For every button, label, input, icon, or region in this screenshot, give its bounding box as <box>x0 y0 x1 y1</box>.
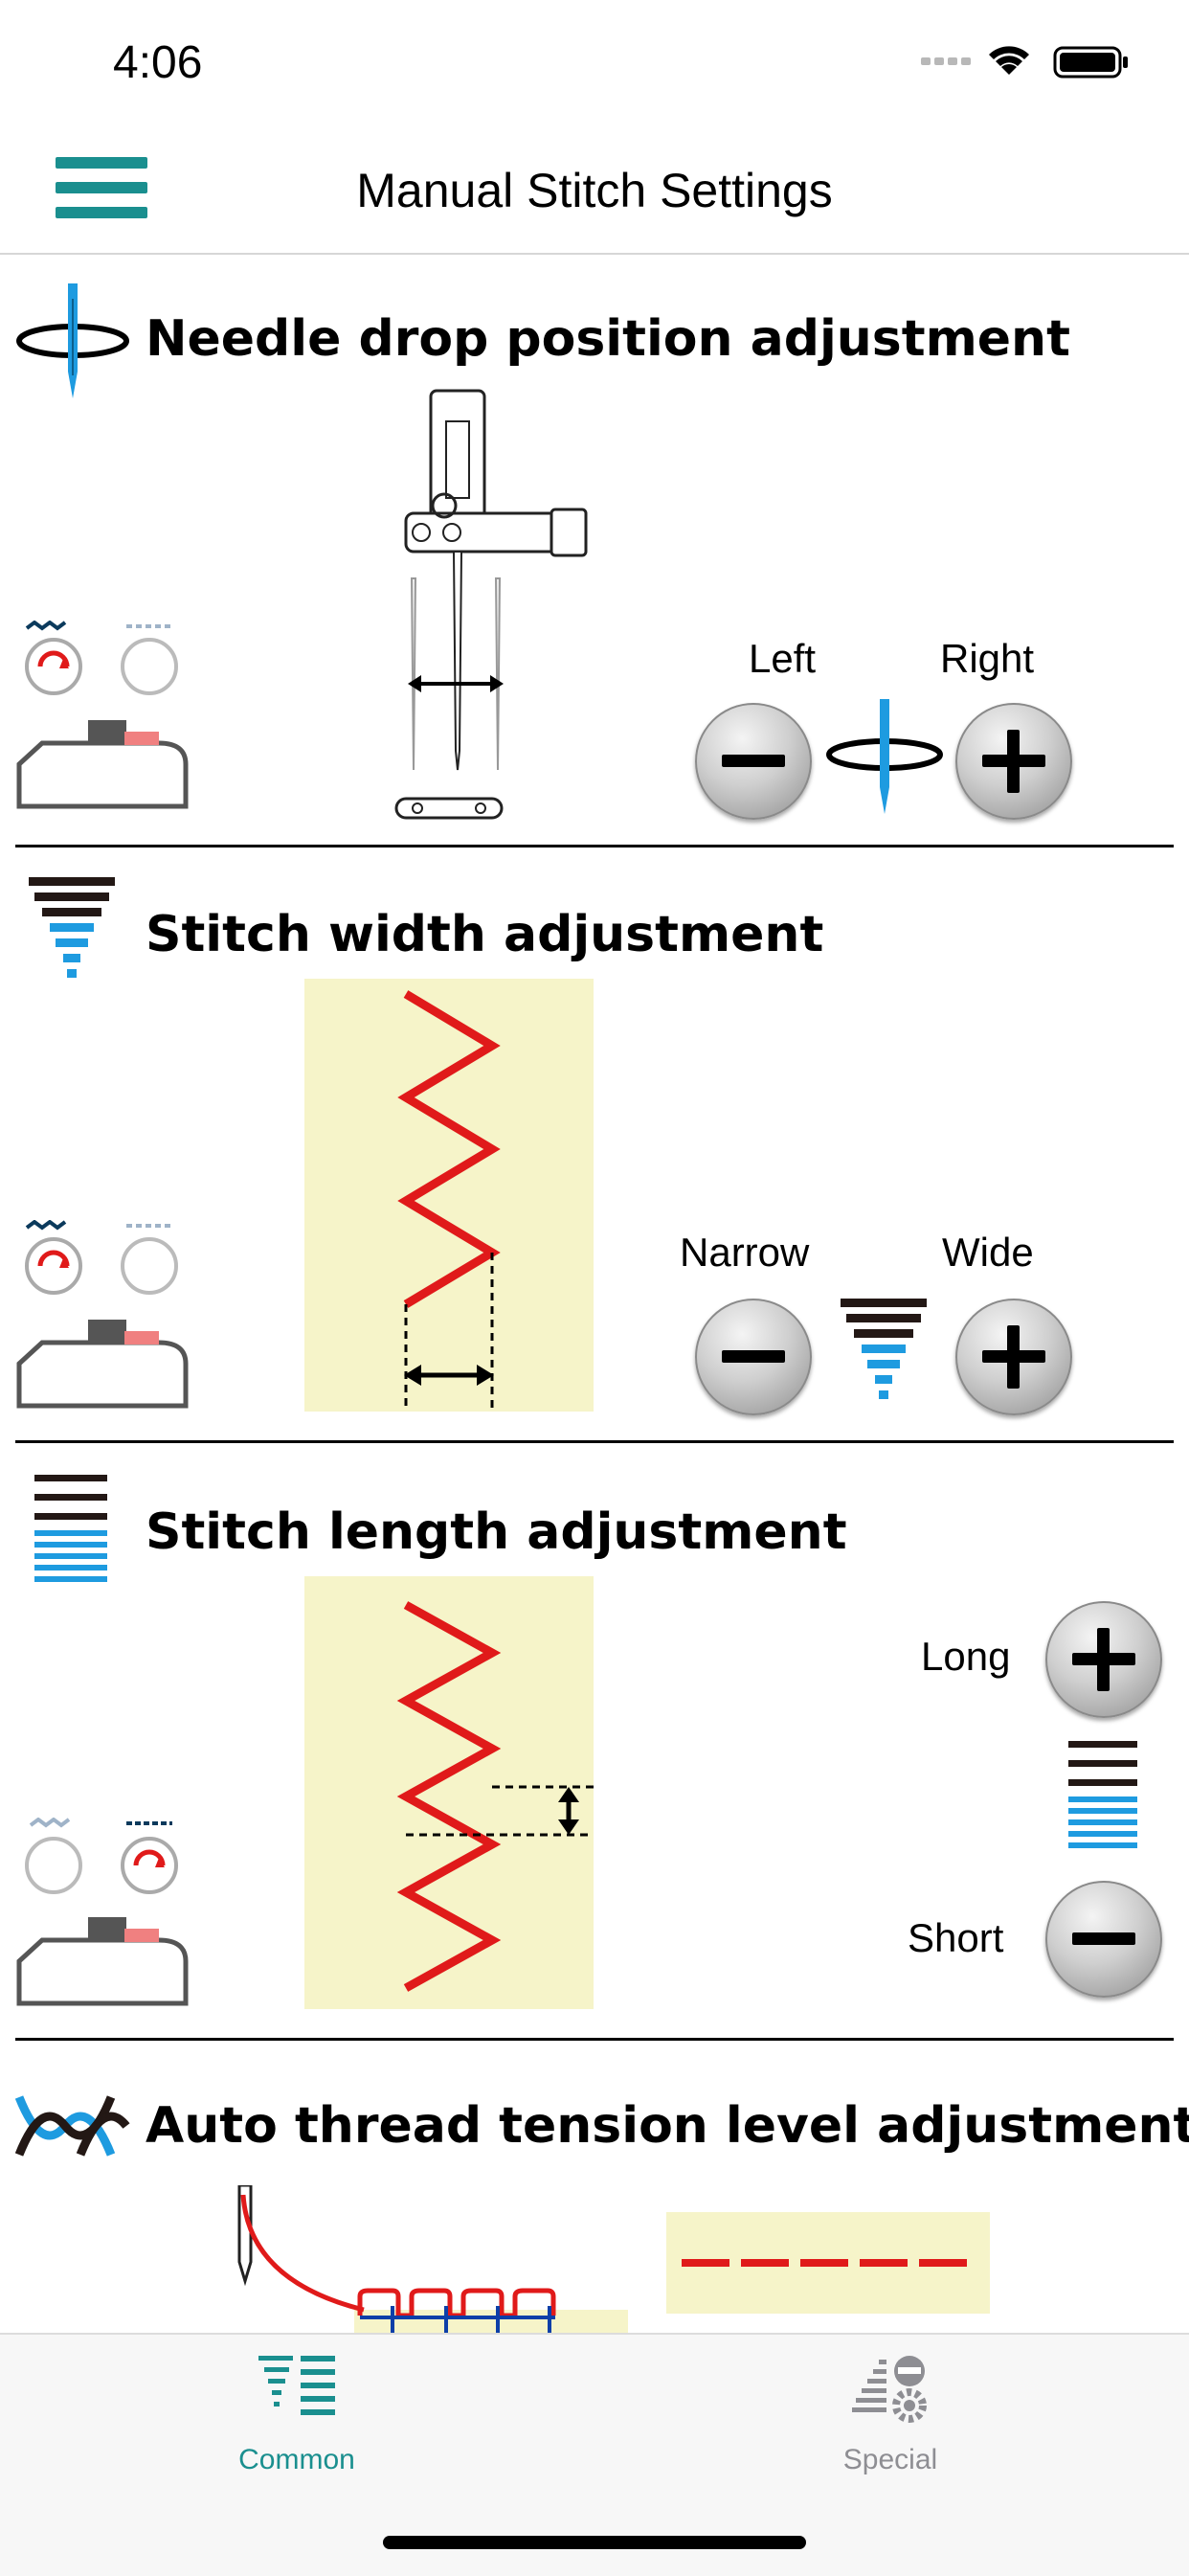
tab-bar: Common Special <box>0 2333 1189 2576</box>
right-label: Right <box>940 636 1035 681</box>
fabric-sample <box>666 2212 990 2314</box>
section-divider <box>15 2038 1174 2041</box>
special-settings-icon <box>852 2356 927 2423</box>
stitch-length-icon <box>34 1475 107 1582</box>
stitch-width-icon <box>841 1299 927 1399</box>
tab-common[interactable]: Common <box>153 2354 440 2497</box>
navigation-bar: Manual Stitch Settings <box>0 124 1189 255</box>
needle-drop-section: Needle drop position adjustment Left Rig… <box>0 253 1189 848</box>
machine-dial-indicator <box>16 1220 189 1409</box>
fabric-sample <box>304 979 594 1412</box>
tab-special[interactable]: Special <box>747 2354 1034 2497</box>
machine-dial-indicator <box>16 1818 189 2006</box>
stitch-length-icon <box>1068 1741 1137 1848</box>
minus-icon <box>1072 1932 1135 1945</box>
needle-position-icon <box>16 283 129 398</box>
length-short-button[interactable] <box>1045 1881 1162 1998</box>
tab-special-label: Special <box>842 2444 938 2475</box>
narrow-label: Narrow <box>680 1230 810 1275</box>
needle-left-button[interactable] <box>695 703 812 820</box>
long-label: Long <box>921 1634 1011 1679</box>
page-title: Manual Stitch Settings <box>356 164 833 217</box>
home-indicator <box>383 2536 806 2549</box>
section-title: Stitch width adjustment <box>146 906 824 963</box>
section-title: Stitch length adjustment <box>146 1503 847 1561</box>
fabric-sample <box>304 1576 594 2009</box>
stitch-width-section: Stitch width adjustment Narrow Wide <box>0 848 1189 1442</box>
needle-right-button[interactable] <box>955 703 1072 820</box>
cellular-signal-icon <box>921 57 971 65</box>
plus-icon <box>982 730 1045 793</box>
wifi-icon <box>989 46 1029 75</box>
machine-dial-indicator <box>16 621 189 809</box>
width-narrow-button[interactable] <box>695 1299 812 1415</box>
plus-icon <box>982 1325 1045 1389</box>
section-title: Auto thread tension level adjustment <box>146 2097 1189 2155</box>
stitch-width-icon <box>29 877 115 978</box>
left-label: Left <box>749 636 817 681</box>
menu-button[interactable] <box>56 157 151 218</box>
wide-label: Wide <box>942 1230 1034 1275</box>
tab-common-label: Common <box>238 2444 355 2475</box>
status-time: 4:06 <box>113 37 203 88</box>
stitch-length-section: Stitch length adjustment Long <box>0 1444 1189 2040</box>
section-divider <box>15 845 1174 847</box>
common-stitch-icon <box>258 2356 335 2415</box>
section-title: Needle drop position adjustment <box>146 310 1070 368</box>
width-wide-button[interactable] <box>955 1299 1072 1415</box>
thread-tension-illustration <box>237 2185 628 2333</box>
thread-tension-section: Auto thread tension level adjustment <box>0 2042 1189 2333</box>
thread-tension-icon <box>14 2095 130 2157</box>
status-icons <box>921 42 1132 80</box>
minus-icon <box>722 755 785 767</box>
length-long-button[interactable] <box>1045 1601 1162 1718</box>
needle-position-icon <box>826 699 943 814</box>
short-label: Short <box>908 1915 1004 1960</box>
battery-icon <box>1053 46 1128 79</box>
needle-illustration <box>394 389 588 820</box>
section-divider <box>15 1440 1174 1443</box>
minus-icon <box>722 1350 785 1363</box>
plus-icon <box>1072 1628 1135 1691</box>
